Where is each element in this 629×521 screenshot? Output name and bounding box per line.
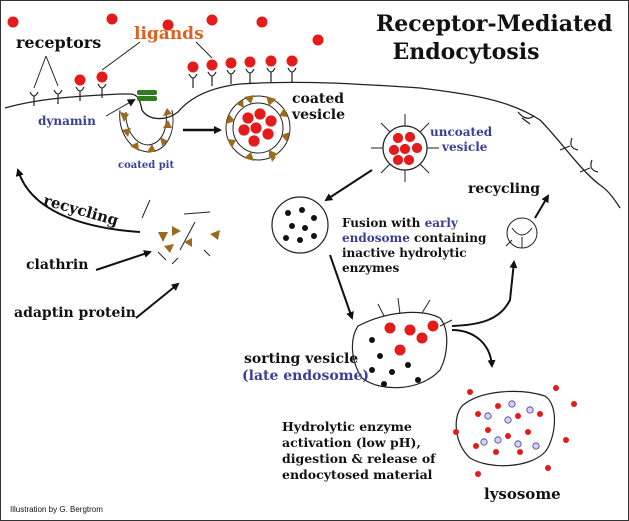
sorting-vesicle <box>351 297 453 389</box>
adaptin-arrow <box>135 282 180 319</box>
title-line-2: Endocytosis <box>392 39 540 65</box>
sorting-vesicle-label: sorting vesicle <box>244 351 359 367</box>
uncoated-vesicle-label: vesicle <box>442 140 488 154</box>
hydrolytic-line-1: Hydrolytic enzyme <box>282 419 412 434</box>
plasma-membrane <box>4 81 621 209</box>
uncoated-vesicle <box>371 114 439 182</box>
uncoated-label: uncoated <box>430 125 493 139</box>
recycling-vesicle <box>505 217 538 249</box>
hydrolytic-line-2: activation (low pH), <box>282 435 421 450</box>
coated-vesicle <box>225 95 291 162</box>
bound-ligands <box>74 55 298 86</box>
lysosome <box>453 385 577 477</box>
clathrin-label: clathrin <box>26 257 89 273</box>
fusion-line-4: enzymes <box>342 261 400 275</box>
receptors-label: receptors <box>16 33 102 52</box>
hydrolytic-line-4: endocytosed material <box>282 467 433 482</box>
fusion-line-3: inactive hydrolytic <box>342 246 467 260</box>
late-endosome-label: (late endosome) <box>242 368 370 384</box>
adaptin-label: adaptin protein <box>14 305 136 321</box>
dynamin-ring <box>137 90 157 101</box>
clathrin-arrow <box>95 250 152 271</box>
lysosome-label: lysosome <box>484 485 561 503</box>
illustration-credit: Illustration by G. Bergtrom <box>10 505 103 514</box>
hydrolytic-line-3: digestion & release of <box>282 451 436 466</box>
dynamin-label: dynamin <box>38 114 96 128</box>
ligands-label: ligands <box>134 24 204 44</box>
coated-pit-label: coated pit <box>118 160 175 171</box>
coated-label: coated <box>292 91 345 107</box>
receptor-group <box>29 67 599 173</box>
vesicle-label: vesicle <box>292 107 345 123</box>
fusion-line-2: endosome containing <box>342 231 487 245</box>
free-ligands <box>7 13 324 46</box>
title-line-1: Receptor-Mediated <box>376 11 613 37</box>
recycling-left-arrow <box>15 168 141 233</box>
recycling-right-label: recycling <box>468 181 541 197</box>
early-endosome <box>271 196 329 254</box>
clathrin-adaptin-cluster <box>141 199 220 265</box>
coated-pit <box>119 108 174 153</box>
fusion-line-1: Fusion with early <box>342 216 458 230</box>
